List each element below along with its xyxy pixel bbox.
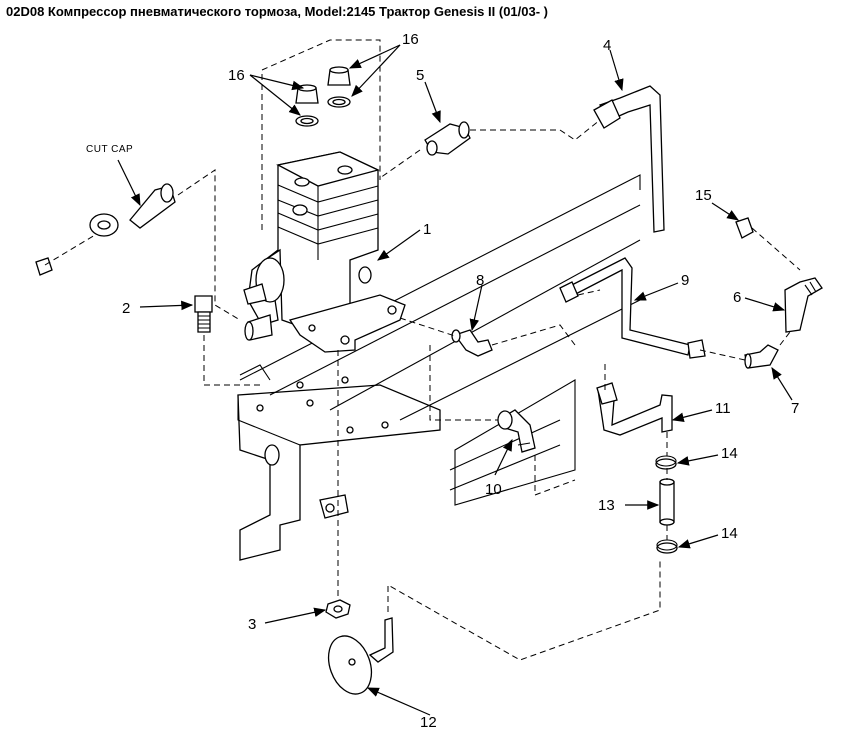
flange-pipe-12: [327, 560, 661, 695]
callout-8: 8: [476, 272, 484, 289]
callout-10: 10: [485, 481, 502, 498]
hose-clamp-upper: [655, 455, 677, 470]
callout-3: 3: [248, 616, 256, 633]
callout-16b: 16: [402, 31, 419, 48]
elbow-fitting-7: [744, 344, 779, 369]
page-title: 02D08 Компрессор пневматического тормоза…: [6, 4, 548, 19]
leader-arrows: [117, 44, 793, 716]
discharge-pipe: [593, 85, 665, 233]
cut-cap-assembly: [35, 169, 241, 321]
callout-labels: 1 2 3 4 5 6 7 8 9 10 11 12 13 14 14 15 1…: [86, 31, 799, 731]
elbow-fitting-6: [784, 277, 823, 333]
mounting-bolt: [194, 295, 260, 386]
callout-1: 1: [423, 221, 431, 238]
compressor-body: [243, 151, 406, 353]
callout-15: 15: [695, 187, 712, 204]
plug-15: [735, 217, 801, 271]
callout-16a: 16: [228, 67, 245, 84]
callout-11: 11: [715, 400, 731, 417]
tube-11: [596, 382, 673, 436]
callout-13: 13: [598, 497, 615, 514]
tray-outline: [239, 174, 641, 506]
hose-13: [659, 478, 675, 526]
callout-4: 4: [603, 37, 611, 54]
callout-14b: 14: [721, 525, 738, 542]
callout-5: 5: [416, 67, 424, 84]
elbow-fitting-8: [451, 329, 493, 357]
cut-cap-label: CUT CAP: [86, 144, 133, 155]
callout-6: 6: [733, 289, 741, 306]
connection-lines: [379, 119, 791, 540]
callout-9: 9: [681, 272, 689, 289]
callout-12: 12: [420, 714, 437, 731]
outlet-fitting: [424, 121, 471, 156]
tube-9: [559, 257, 706, 359]
callout-2: 2: [122, 300, 130, 317]
hose-clamp-lower: [656, 539, 678, 554]
callout-14a: 14: [721, 445, 738, 462]
mounting-bracket: [237, 376, 441, 561]
callout-7: 7: [791, 400, 799, 417]
